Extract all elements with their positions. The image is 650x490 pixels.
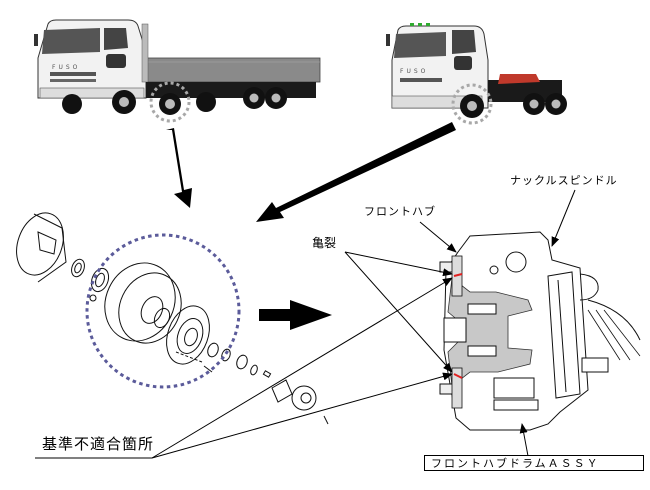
tractor-truck-illustration: FUSO bbox=[386, 23, 567, 125]
arrow-to-cross-section bbox=[259, 300, 332, 330]
front-hub-drum-assy-label: フロントハブドラムＡＳＳＹ bbox=[424, 455, 644, 471]
nonconforming-location-label: 基準不適合箇所 bbox=[42, 435, 155, 453]
cargo-truck-illustration: FUSO bbox=[34, 19, 321, 123]
arrow-from-cargo-truck bbox=[166, 128, 192, 208]
hub-cross-section bbox=[439, 231, 641, 431]
svg-text:FUSO: FUSO bbox=[52, 64, 80, 71]
leader-lines bbox=[35, 189, 576, 459]
arrow-from-tractor bbox=[256, 122, 456, 222]
knuckle-spindle-label: ナックルスピンドル bbox=[510, 174, 618, 187]
exploded-hub-assembly bbox=[16, 212, 329, 425]
crack-label: 亀裂 bbox=[312, 236, 337, 250]
hub-highlight-circle bbox=[85, 233, 241, 389]
front-hub-label: フロントハブ bbox=[364, 205, 436, 218]
svg-text:FUSO: FUSO bbox=[400, 68, 428, 75]
